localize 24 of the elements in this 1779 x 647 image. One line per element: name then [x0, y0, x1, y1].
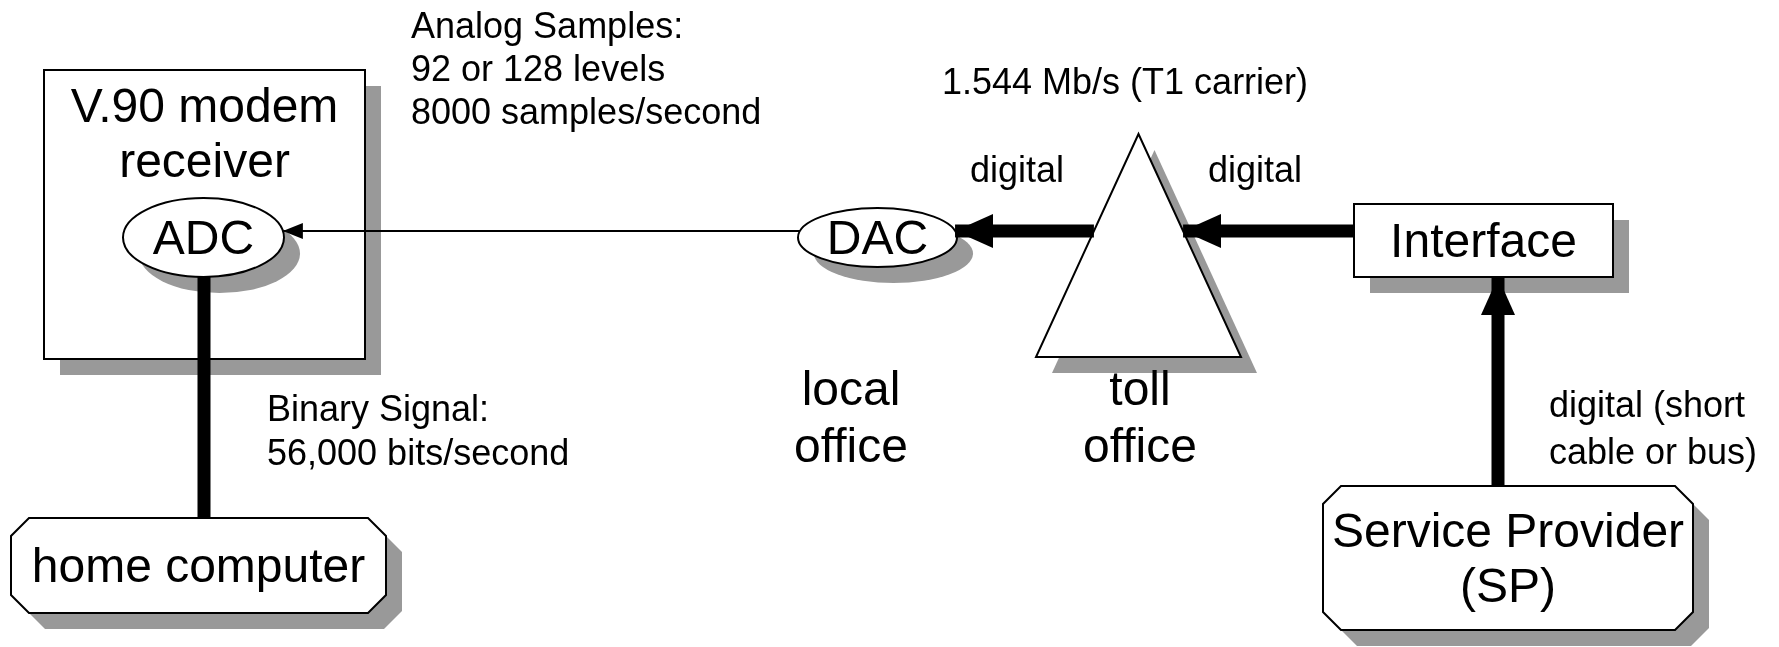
- office-label: toll office: [1082, 361, 1198, 474]
- arrow: [955, 214, 1094, 248]
- node-text: Interface: [1390, 212, 1577, 269]
- note-text: Binary Signal:: [267, 388, 490, 430]
- node-text: Service Provider (SP): [1330, 502, 1686, 614]
- modem-box: [44, 70, 381, 375]
- computer-octagon: [11, 518, 402, 629]
- node-text: V.90 modem receiver: [69, 78, 340, 189]
- node-text: ADC: [152, 209, 255, 266]
- interface-box: [1354, 204, 1629, 293]
- converter-ellipse: [798, 208, 973, 283]
- node-text: DAC: [826, 209, 929, 266]
- converter-ellipse: [123, 198, 300, 293]
- note-text: 92 or 128 levels: [411, 48, 666, 90]
- provider-octagon: [1323, 486, 1709, 646]
- arrow: [1183, 214, 1354, 248]
- connector-line: [197, 277, 211, 518]
- note-text: Analog Samples:: [411, 5, 684, 47]
- note-text: 1.544 Mb/s (T1 carrier): [942, 61, 1309, 103]
- node-text: home computer: [31, 537, 366, 594]
- note-text: 56,000 bits/second: [267, 432, 570, 474]
- note-text: 8000 samples/second: [411, 91, 762, 133]
- office-label: local office: [793, 361, 909, 474]
- arrow: [1481, 277, 1515, 486]
